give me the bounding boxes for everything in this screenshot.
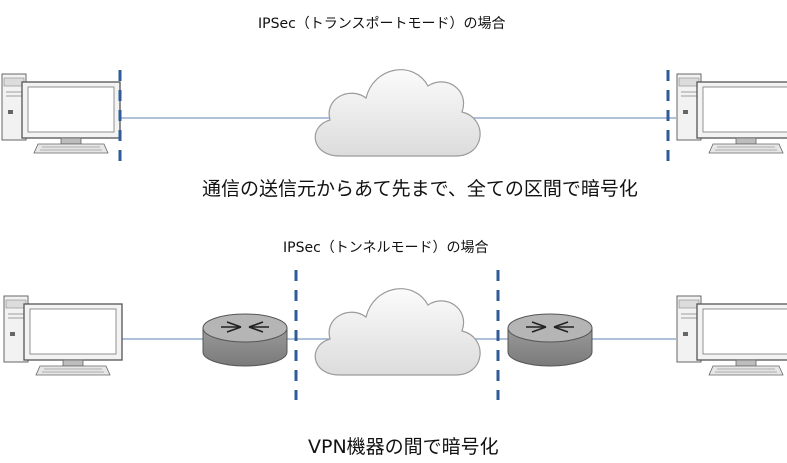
tunnel-mode-title: IPSec（トンネルモード）の場合 — [283, 240, 489, 256]
computer-icon — [3, 295, 123, 376]
router-icon — [507, 313, 593, 367]
router-icon — [202, 313, 288, 367]
computer-icon — [1, 73, 121, 154]
transport-mode-title: IPSec（トランスポートモード）の場合 — [258, 16, 506, 32]
tunnel-mode-caption: VPN機器の間で暗号化 — [308, 436, 499, 458]
computer-icon — [676, 73, 787, 154]
transport-mode-caption: 通信の送信元からあて先まで、全ての区間で暗号化 — [202, 178, 638, 200]
cloud-icon — [314, 69, 481, 157]
computer-icon — [676, 295, 787, 376]
cloud-icon — [314, 288, 481, 376]
